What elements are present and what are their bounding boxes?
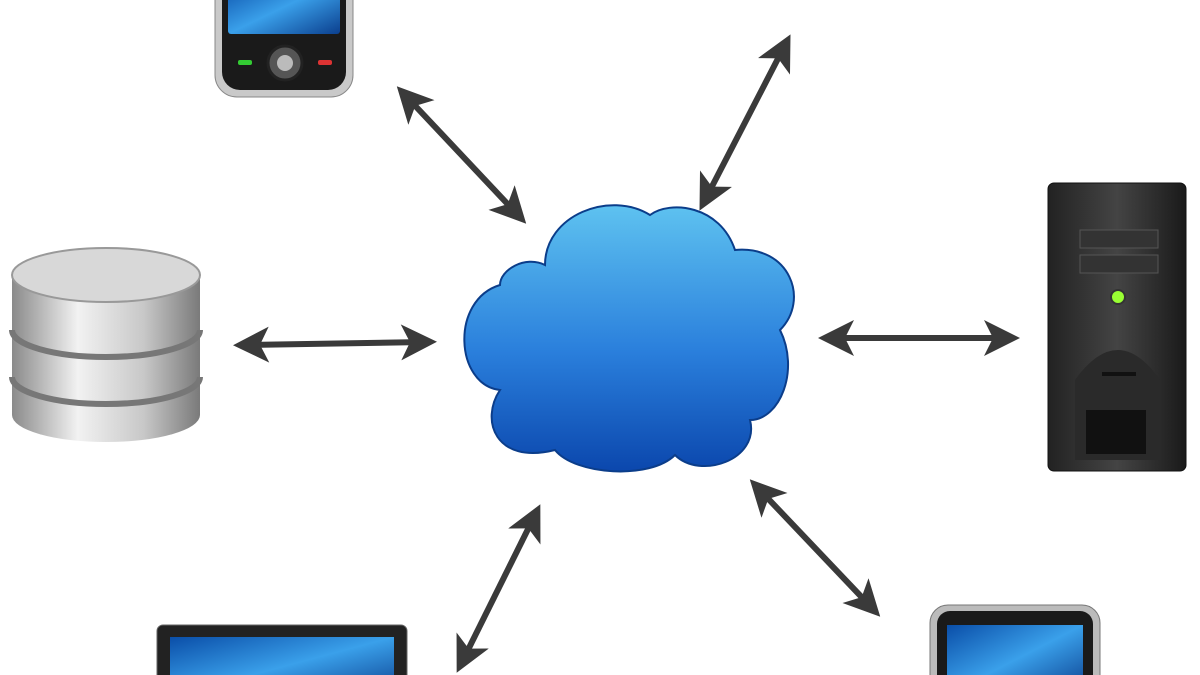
database-icon	[9, 247, 203, 442]
arrow-cloud-top-right	[699, 34, 791, 211]
arrow-cloud-phone	[396, 86, 527, 224]
cloud-icon	[463, 204, 795, 473]
tablet-icon	[929, 604, 1101, 675]
arrow-cloud-laptop	[456, 504, 541, 673]
laptop-icon	[156, 624, 408, 675]
connection-arrows	[233, 34, 1020, 673]
arrow-cloud-database	[233, 324, 437, 363]
arrow-cloud-tablet	[749, 479, 881, 617]
mobile-phone-icon	[214, 0, 354, 98]
server-tower-icon	[1047, 182, 1187, 472]
